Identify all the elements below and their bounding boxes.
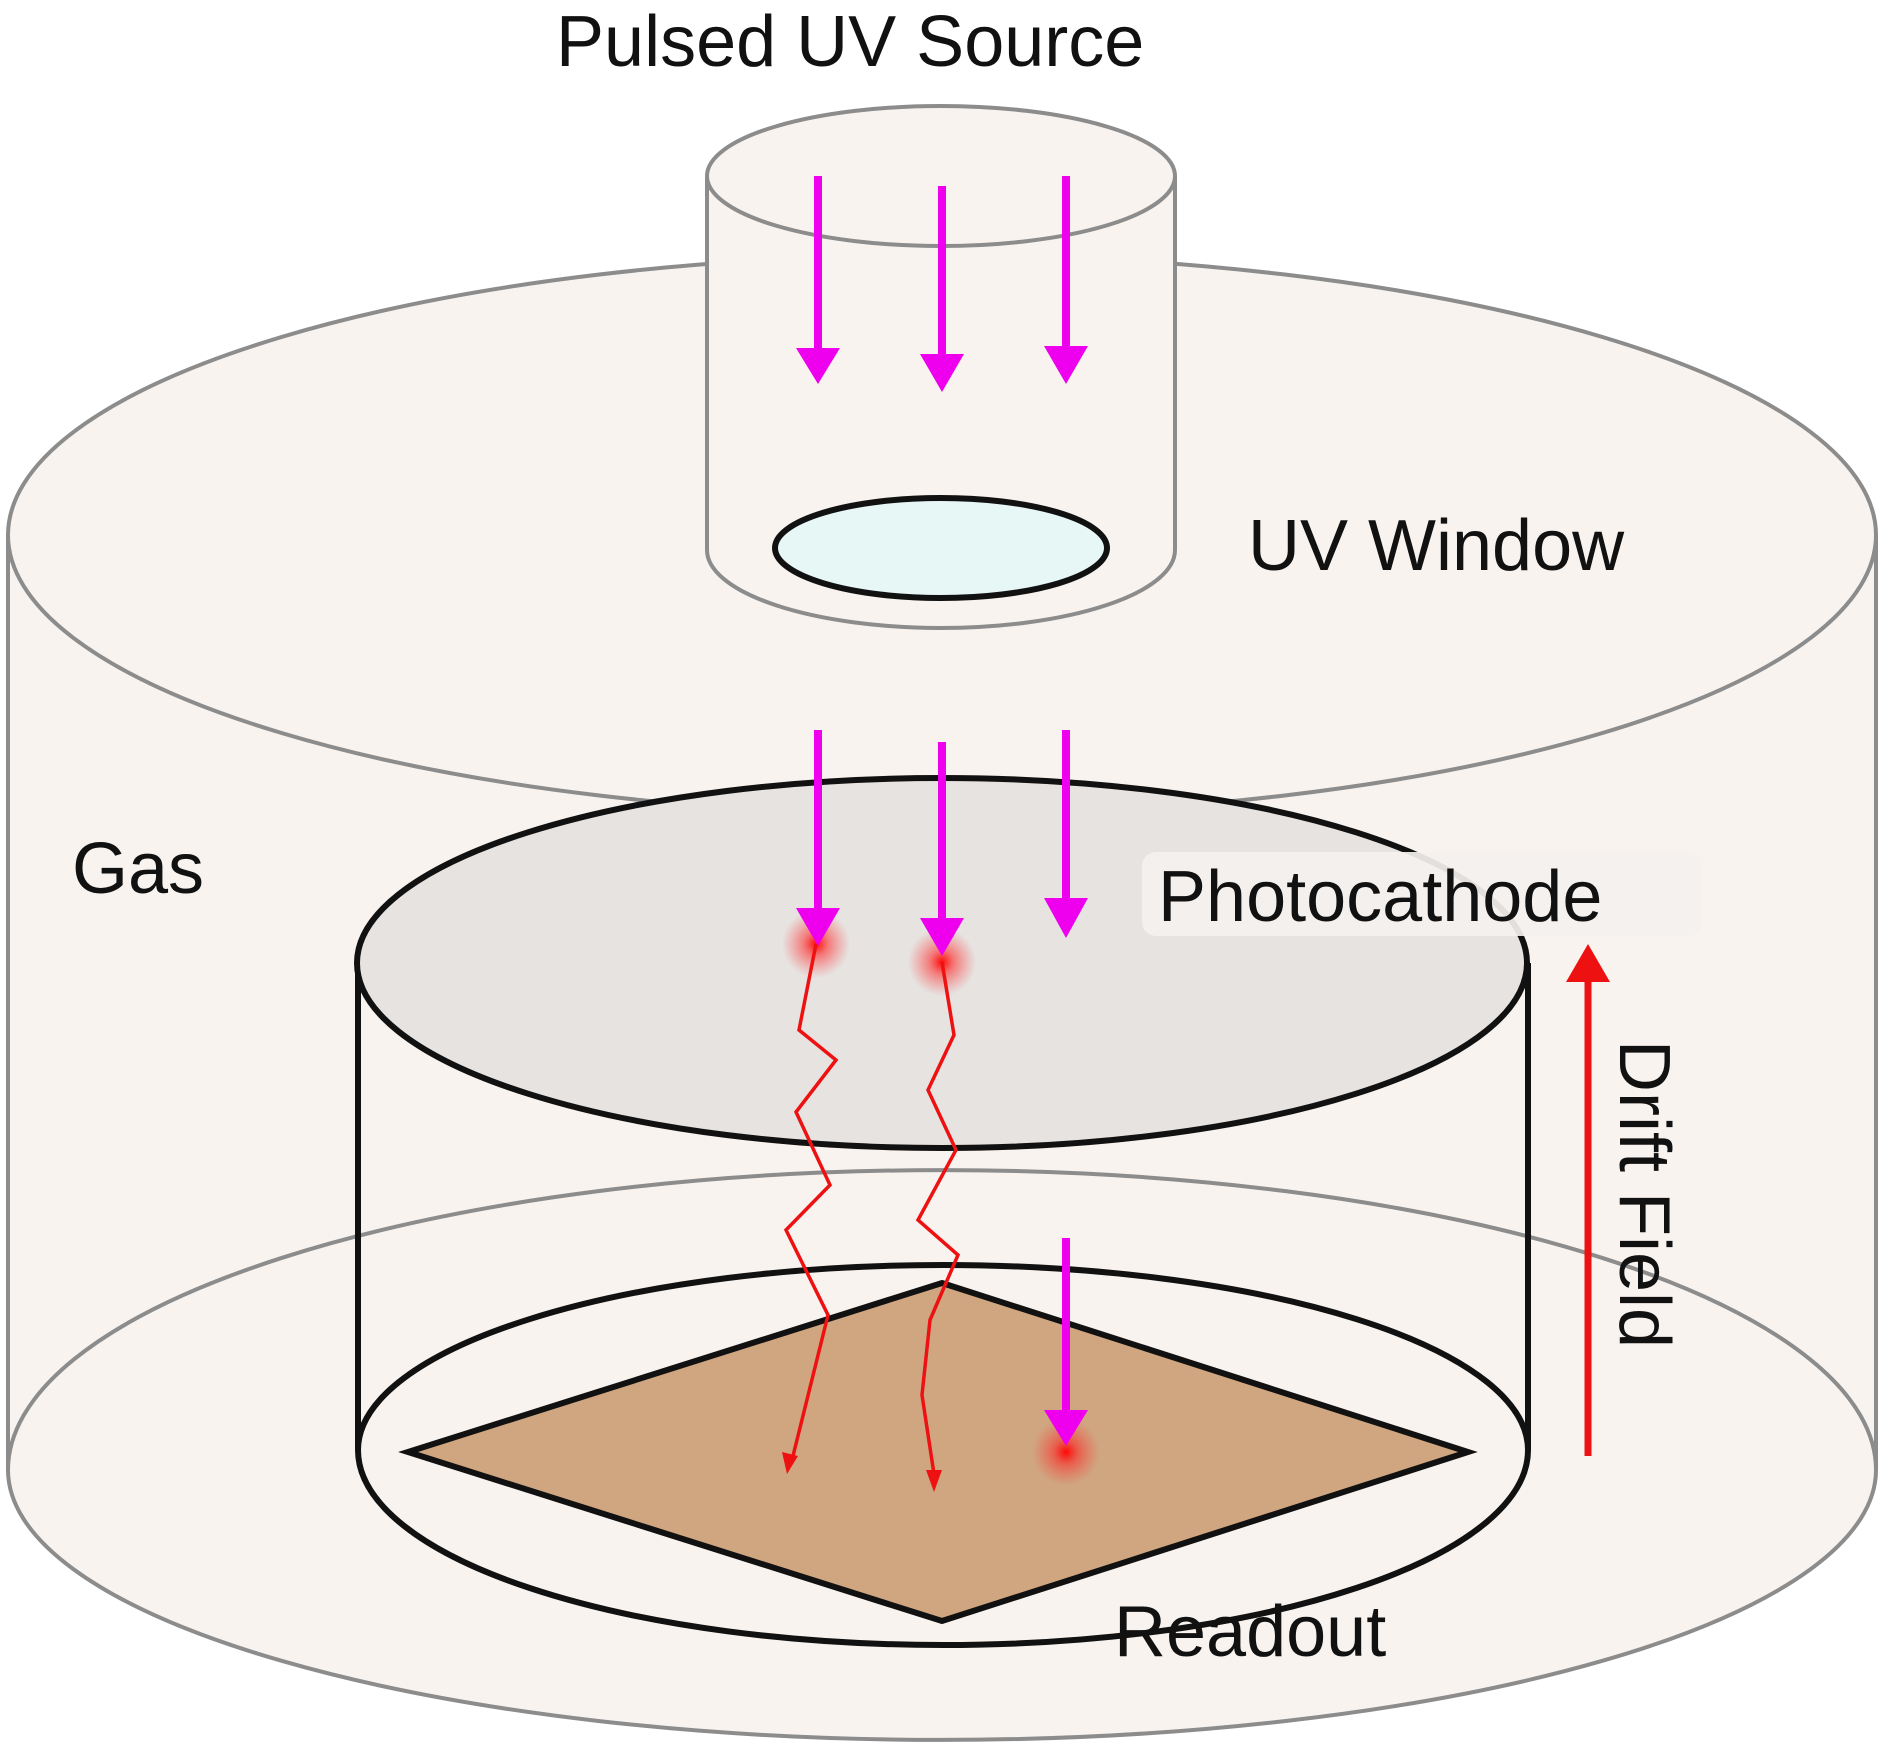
readout-hit-glow xyxy=(1032,1418,1100,1486)
uv-window-label: UV Window xyxy=(1248,506,1625,586)
uv-arrow-head xyxy=(920,354,964,392)
gas-label: Gas xyxy=(72,829,204,909)
uv-arrow-head xyxy=(1044,1410,1088,1446)
drift-field-label: Drift Field xyxy=(1604,1040,1684,1348)
photocathode-label-backdrop xyxy=(1142,852,1702,936)
readout-pad xyxy=(398,1279,1478,1625)
electron-drift-paths xyxy=(782,943,961,1492)
electron-track xyxy=(783,943,839,1461)
electron-track xyxy=(915,961,961,1475)
photocathode-label: Photocathode xyxy=(1158,857,1602,937)
drift-cage-body xyxy=(355,963,1531,1648)
drift-arrow-head xyxy=(1566,944,1610,982)
electron-arrowhead xyxy=(926,1470,942,1492)
uv-photon-arrows xyxy=(796,176,1088,1446)
uv-window xyxy=(772,495,1110,601)
uv-arrow-head xyxy=(1044,898,1088,938)
uv-source-cylinder xyxy=(705,104,1177,630)
uv-arrow-head xyxy=(796,908,840,946)
pulsed-uv-source-label: Pulsed UV Source xyxy=(556,2,1144,82)
electron-arrowhead xyxy=(782,1452,798,1474)
uv-arrow-head xyxy=(796,348,840,384)
uv-arrow-head xyxy=(920,918,964,956)
uv-arrow-head xyxy=(1044,346,1088,384)
drift-field-arrow xyxy=(1566,944,1610,1456)
readout-label: Readout xyxy=(1114,1592,1386,1672)
readout-plane-back-rim xyxy=(355,1262,1531,1451)
chamber-bottom-back-rim xyxy=(6,1168,1878,1471)
